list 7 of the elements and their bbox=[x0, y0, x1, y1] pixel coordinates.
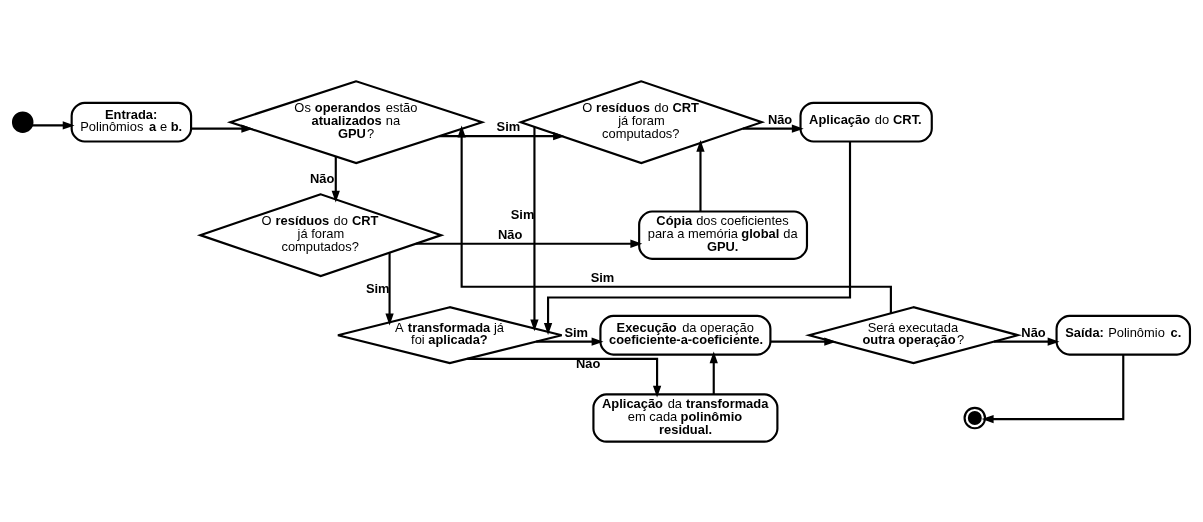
edge-label: Não bbox=[1021, 324, 1046, 340]
edge-label: Não bbox=[497, 226, 523, 242]
edge-label: Sim bbox=[365, 280, 390, 296]
edge-label: Sim bbox=[564, 324, 589, 340]
edge-label: Sim bbox=[590, 269, 615, 285]
edge-label: Não bbox=[767, 111, 793, 127]
edge-label: Não bbox=[309, 170, 335, 186]
